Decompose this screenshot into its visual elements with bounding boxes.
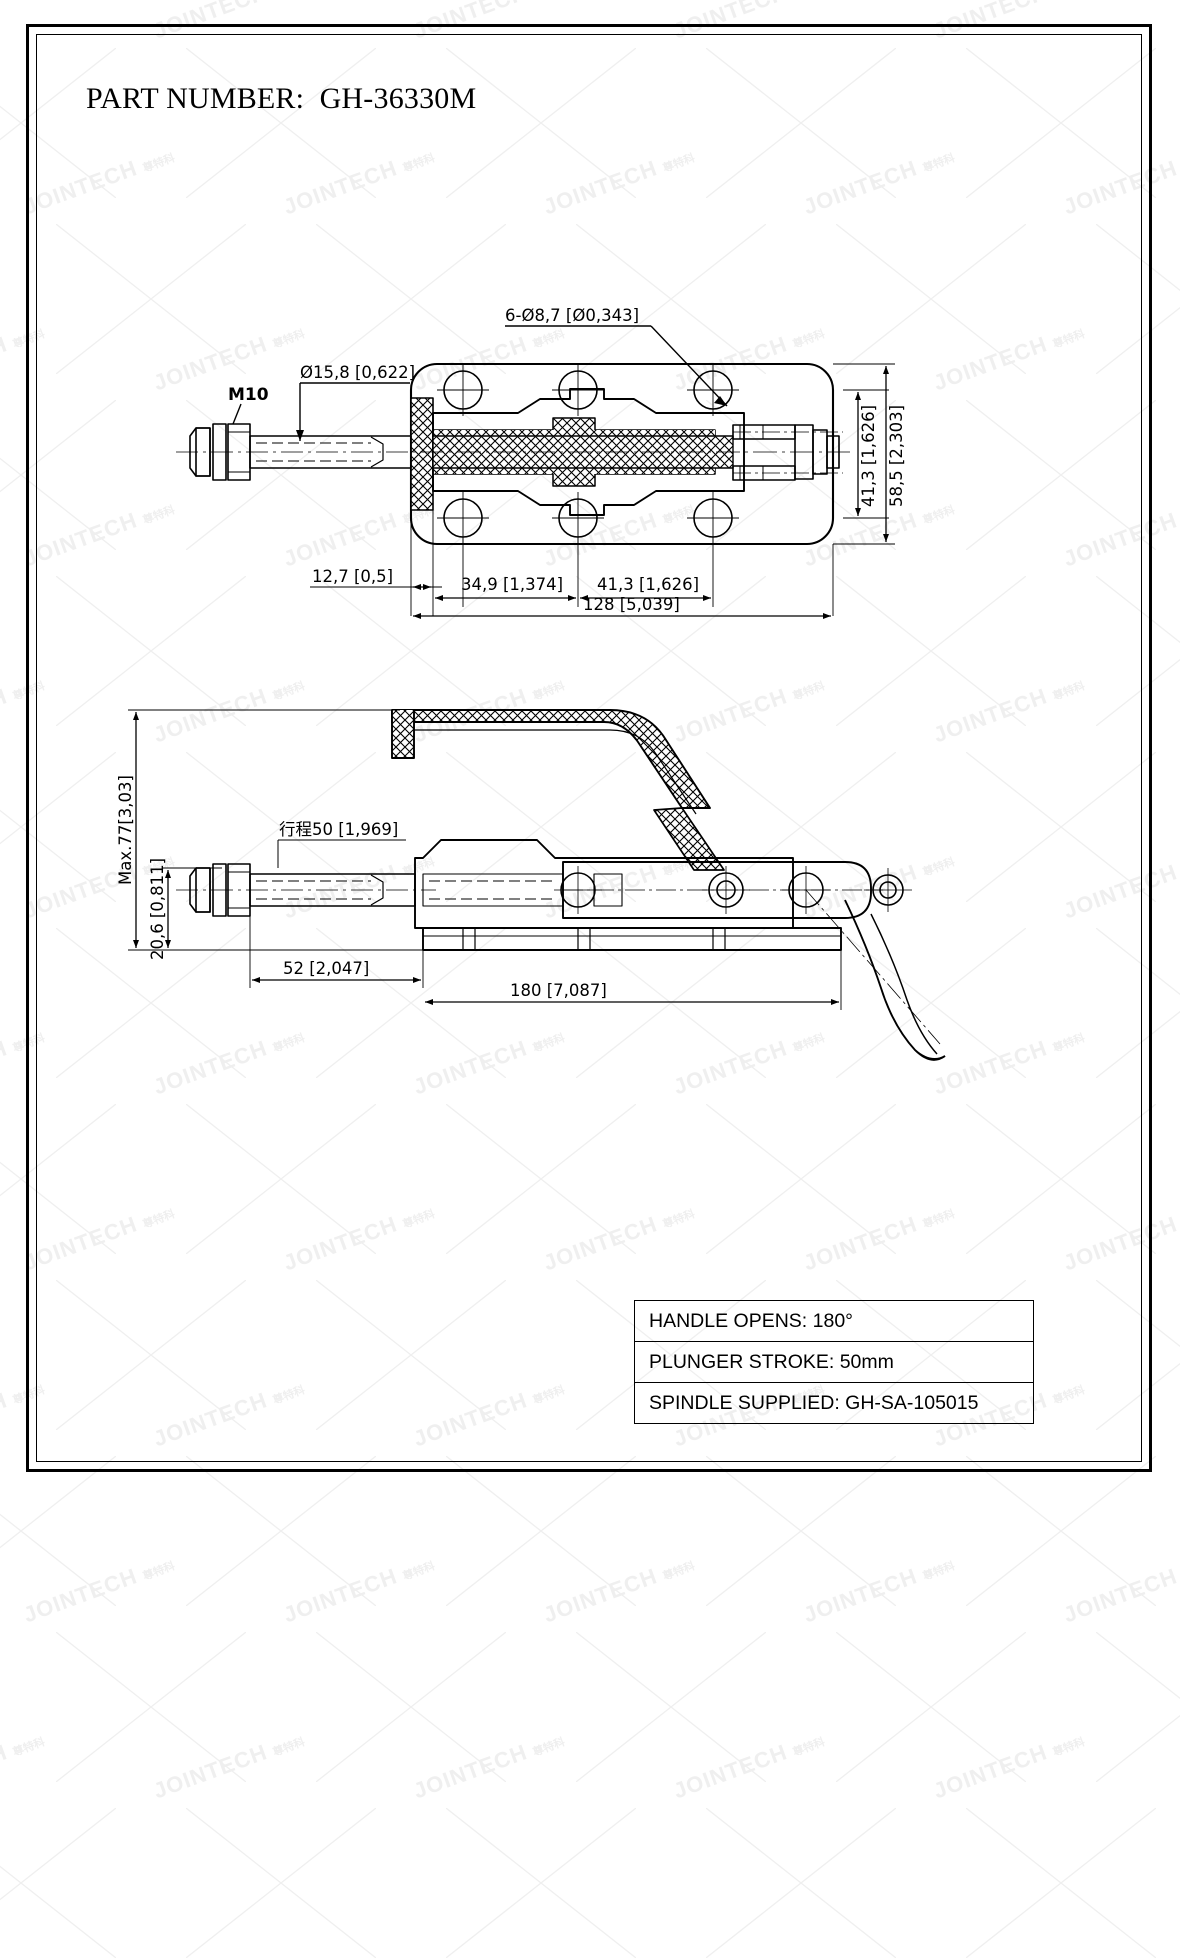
spec-row-spindle-supplied: SPINDLE SUPPLIED: GH-SA-105015: [649, 1392, 979, 1414]
dim-max-height: Max.77[3,03]: [116, 775, 135, 885]
dim-plunger-length: 52 [2,047]: [283, 959, 369, 978]
watermark-cross: [186, 1808, 376, 1958]
watermark-cross: [0, 1808, 116, 1958]
watermark-cross: [966, 1808, 1156, 1958]
drawing-frame-outer: [26, 24, 1152, 1472]
dim-overall-length-top: 128 [5,039]: [583, 595, 680, 614]
dim-overall-length-side: 180 [7,087]: [510, 981, 607, 1000]
watermark-cross: [706, 1808, 896, 1958]
dim-left-offset: 12,7 [0,5]: [312, 567, 393, 586]
watermark-text: JOINTECH尊特科: [0, 1736, 47, 1804]
watermark-text: JOINTECH尊特科: [670, 1736, 827, 1804]
dim-hole-spacing-1: 34,9 [1,374]: [461, 575, 563, 594]
drawing-frame-inner: [36, 34, 1142, 1462]
spec-row-handle-opens: HANDLE OPENS: 180°: [635, 1301, 1033, 1342]
technical-drawing: 6-Ø8,7 [Ø0,343] M10 Ø15,8 [0,622] 12,7 […: [116, 306, 946, 1061]
dim-plunger-diameter: Ø15,8 [0,622]: [300, 363, 415, 382]
dim-overall-width: 58,5 [2,303]: [887, 405, 906, 507]
dim-inner-width: 41,3 [1,626]: [859, 405, 878, 507]
watermark-cross: [446, 1808, 636, 1958]
page-title: PART NUMBER: GH-36330M: [86, 82, 477, 115]
watermark-text: JOINTECH尊特科: [930, 1736, 1087, 1804]
watermark-text: JOINTECH尊特科: [150, 1736, 307, 1804]
dim-stroke-label: 行程50 [1,969]: [279, 820, 398, 839]
dim-hole-pattern: 6-Ø8,7 [Ø0,343]: [505, 306, 639, 325]
dim-hole-spacing-2: 41,3 [1,626]: [597, 575, 699, 594]
spec-row-plunger-stroke: PLUNGER STROKE: 50mm: [635, 1342, 1033, 1383]
dim-base-height: 20,6 [0,811]: [148, 858, 167, 960]
watermark-text: JOINTECH尊特科: [410, 1736, 567, 1804]
specification-box: HANDLE OPENS: 180° PLUNGER STROKE: 50mm …: [634, 1300, 1034, 1424]
dim-thread-m10: M10: [228, 385, 269, 405]
